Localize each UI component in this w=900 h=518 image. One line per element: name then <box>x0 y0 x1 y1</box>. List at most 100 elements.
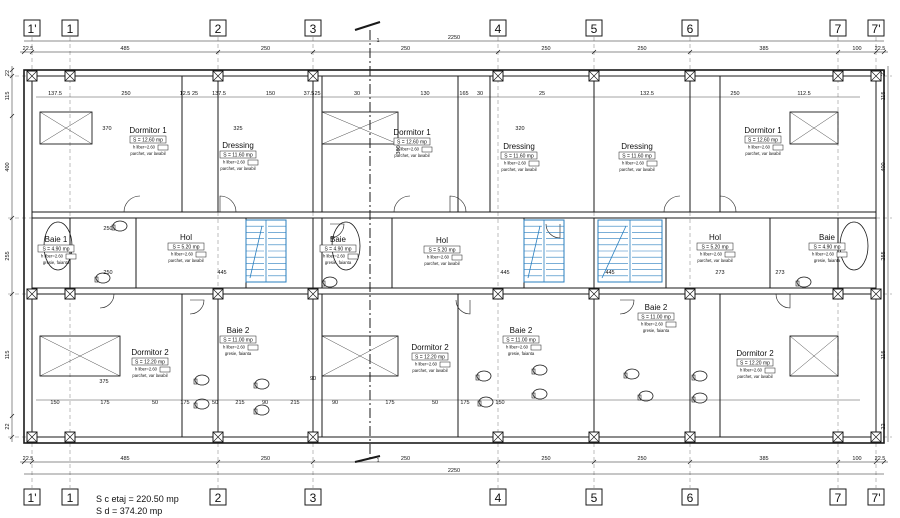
dimension-label: 137.5 <box>48 91 62 97</box>
room-height: h liber=2.60 <box>622 161 645 166</box>
dimension-label: 90 <box>310 376 316 382</box>
dimension-label: 385 <box>759 456 768 462</box>
dimension-tick <box>9 73 15 79</box>
room-area-box <box>167 242 205 251</box>
room-name: Dormitor 1 <box>744 126 782 135</box>
room-area: S = 5.20 mp <box>172 245 199 251</box>
axis-label: 4 <box>495 22 502 36</box>
column-hatch <box>870 431 882 443</box>
door-swing <box>455 299 471 315</box>
room-area: S = 11.00 mp <box>506 338 536 344</box>
section-cut-arrow <box>354 21 381 31</box>
toilet-tank <box>637 394 642 401</box>
stair-arrow <box>527 225 541 279</box>
room-name: Hol <box>180 233 192 242</box>
room-name: Dressing <box>503 142 535 151</box>
dimension-tick <box>873 49 879 55</box>
door-swing <box>189 299 205 315</box>
axis-bubble <box>23 488 41 506</box>
bed <box>321 335 399 377</box>
bed <box>789 335 839 377</box>
room-height-box <box>772 144 784 151</box>
toilet-tank <box>795 280 800 287</box>
room-name: Hol <box>709 233 721 242</box>
room-name: Hol <box>436 236 448 245</box>
room-area: S = 12.60 mp <box>133 138 163 144</box>
room-area-box <box>319 244 357 253</box>
room-height-box <box>159 366 171 373</box>
room-height: h liber=2.60 <box>740 368 763 373</box>
dimension-label: 137.5 <box>212 91 226 97</box>
dimension-label: 485 <box>120 456 129 462</box>
room-finish: parchet, var lavabil <box>745 151 780 156</box>
bed <box>39 335 121 377</box>
room-name: Dressing <box>621 142 653 151</box>
toilet-fixture <box>476 370 492 382</box>
axis-bubble <box>585 19 603 37</box>
toilet-tank <box>531 392 536 399</box>
room-finish: parchet, var lavabil <box>394 153 429 158</box>
toilet-fixture <box>692 392 708 404</box>
room-name: Baie 2 <box>645 303 668 312</box>
dimension-tick <box>21 49 27 55</box>
toilet-fixture <box>254 404 270 416</box>
dimension-tick <box>835 49 841 55</box>
bed-line <box>39 335 121 377</box>
axis-label: 4 <box>495 491 502 505</box>
room-height-box <box>451 254 463 261</box>
room-name: Dormitor 1 <box>129 126 167 135</box>
room-area-box <box>808 242 846 251</box>
dimension-tick <box>9 413 15 419</box>
dimension-label: 250 <box>541 46 550 52</box>
room-finish: parchet, var lavabil <box>501 167 536 172</box>
room-finish: parchet, var lavabil <box>132 373 167 378</box>
room-name: Baie 2 <box>510 326 533 335</box>
door-swing <box>329 223 345 239</box>
column-hatch <box>64 288 76 300</box>
column-hatch <box>832 288 844 300</box>
room-height-box <box>421 146 433 153</box>
dimension-label: 325 <box>233 126 242 132</box>
dimension-label: 30 <box>354 91 360 97</box>
dimension-tick <box>9 291 15 297</box>
bed <box>321 111 399 145</box>
bed-line <box>789 111 839 145</box>
room-name: Baie 1 <box>45 235 68 244</box>
dimension-label: 360 <box>396 145 402 154</box>
column-hatch <box>212 288 224 300</box>
axis-bubble <box>209 488 227 506</box>
column-hatch <box>307 431 319 443</box>
room-area: S = 11.60 mp <box>622 154 652 160</box>
room-area-box <box>736 358 774 367</box>
column-hatch <box>492 70 504 82</box>
room-height: h liber=2.60 <box>812 252 835 257</box>
room-height: h liber=2.60 <box>171 252 194 257</box>
room-height-box <box>157 144 169 151</box>
toilet-tank <box>253 408 258 415</box>
toilet-tank <box>193 378 198 385</box>
toilet-fixture <box>638 390 654 402</box>
column-hatch <box>684 431 696 443</box>
dimension-tick <box>9 215 15 221</box>
axis-bubble <box>681 488 699 506</box>
door-swing <box>719 195 737 213</box>
room-area: S = 11.00 mp <box>223 338 253 344</box>
door-swing <box>99 293 115 309</box>
room-height: h liber=2.60 <box>223 160 246 165</box>
room-area: S = 11.00 mp <box>641 315 671 321</box>
dimension-label: 250 <box>261 456 270 462</box>
axis-label: 5 <box>591 491 598 505</box>
column-hatch <box>832 431 844 443</box>
room-height: h liber=2.60 <box>323 254 346 259</box>
room-finish: gresie, faianta <box>43 260 70 265</box>
bed-line <box>321 111 399 145</box>
toilet-tank <box>321 280 326 287</box>
room-name: Baie 2 <box>227 326 250 335</box>
dimension-label: 175 <box>385 400 394 406</box>
dimension-label: 22 <box>5 423 11 429</box>
dimension-label: 250 <box>261 46 270 52</box>
room-height-box <box>646 160 658 167</box>
room-finish: parchet, var lavabil <box>737 374 772 379</box>
room-finish: parchet, var lavabil <box>412 368 447 373</box>
dimension-tick <box>591 49 597 55</box>
